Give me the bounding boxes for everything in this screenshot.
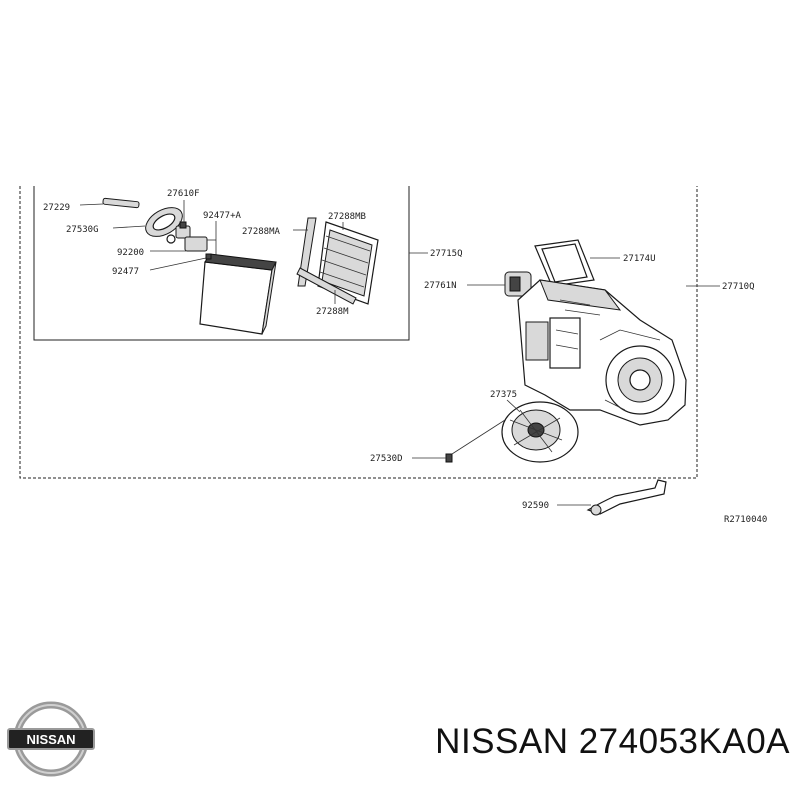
part-92590 xyxy=(586,479,667,516)
part-27530G xyxy=(145,207,183,237)
label-92200: 92200 xyxy=(117,248,144,258)
outer-frame xyxy=(19,186,698,479)
label-27288M: 27288M xyxy=(316,307,349,317)
label-27710Q: 27710Q xyxy=(722,282,755,292)
part-27375 xyxy=(501,401,579,463)
part-27288M xyxy=(296,267,357,305)
label-27530G: 27530G xyxy=(66,225,99,235)
part-27288MB xyxy=(317,221,379,305)
label-27229: 27229 xyxy=(43,203,70,213)
label-27288MB: 27288MB xyxy=(328,212,366,222)
part-number-caption: NISSAN 274053KA0A xyxy=(435,722,790,761)
label-27288MA: 27288MA xyxy=(242,227,281,237)
label-27530D: 27530D xyxy=(370,454,403,464)
label-27761N: 27761N xyxy=(424,281,457,291)
label-27174U: 27174U xyxy=(623,254,656,264)
part-27610F xyxy=(166,221,191,244)
label-92477: 92477 xyxy=(112,267,139,277)
part-27710Q xyxy=(517,279,687,426)
label-27375: 27375 xyxy=(490,390,517,400)
label-27610F: 27610F xyxy=(167,189,200,199)
nissan-logo-icon: NISSAN xyxy=(7,701,95,777)
part-27530D xyxy=(445,453,453,463)
label-92590: 92590 xyxy=(522,501,549,511)
svg-text:NISSAN: NISSAN xyxy=(26,732,75,747)
label-27715Q: 27715Q xyxy=(430,249,463,259)
part-27229 xyxy=(102,197,140,209)
label-92477A: 92477+A xyxy=(203,211,242,221)
reference-code: R2710040 xyxy=(724,515,767,525)
inner-box xyxy=(33,186,410,341)
part-27761N xyxy=(504,271,532,297)
part-92200 xyxy=(199,253,277,335)
part-27174U xyxy=(534,239,595,287)
part-92477A xyxy=(184,236,208,252)
